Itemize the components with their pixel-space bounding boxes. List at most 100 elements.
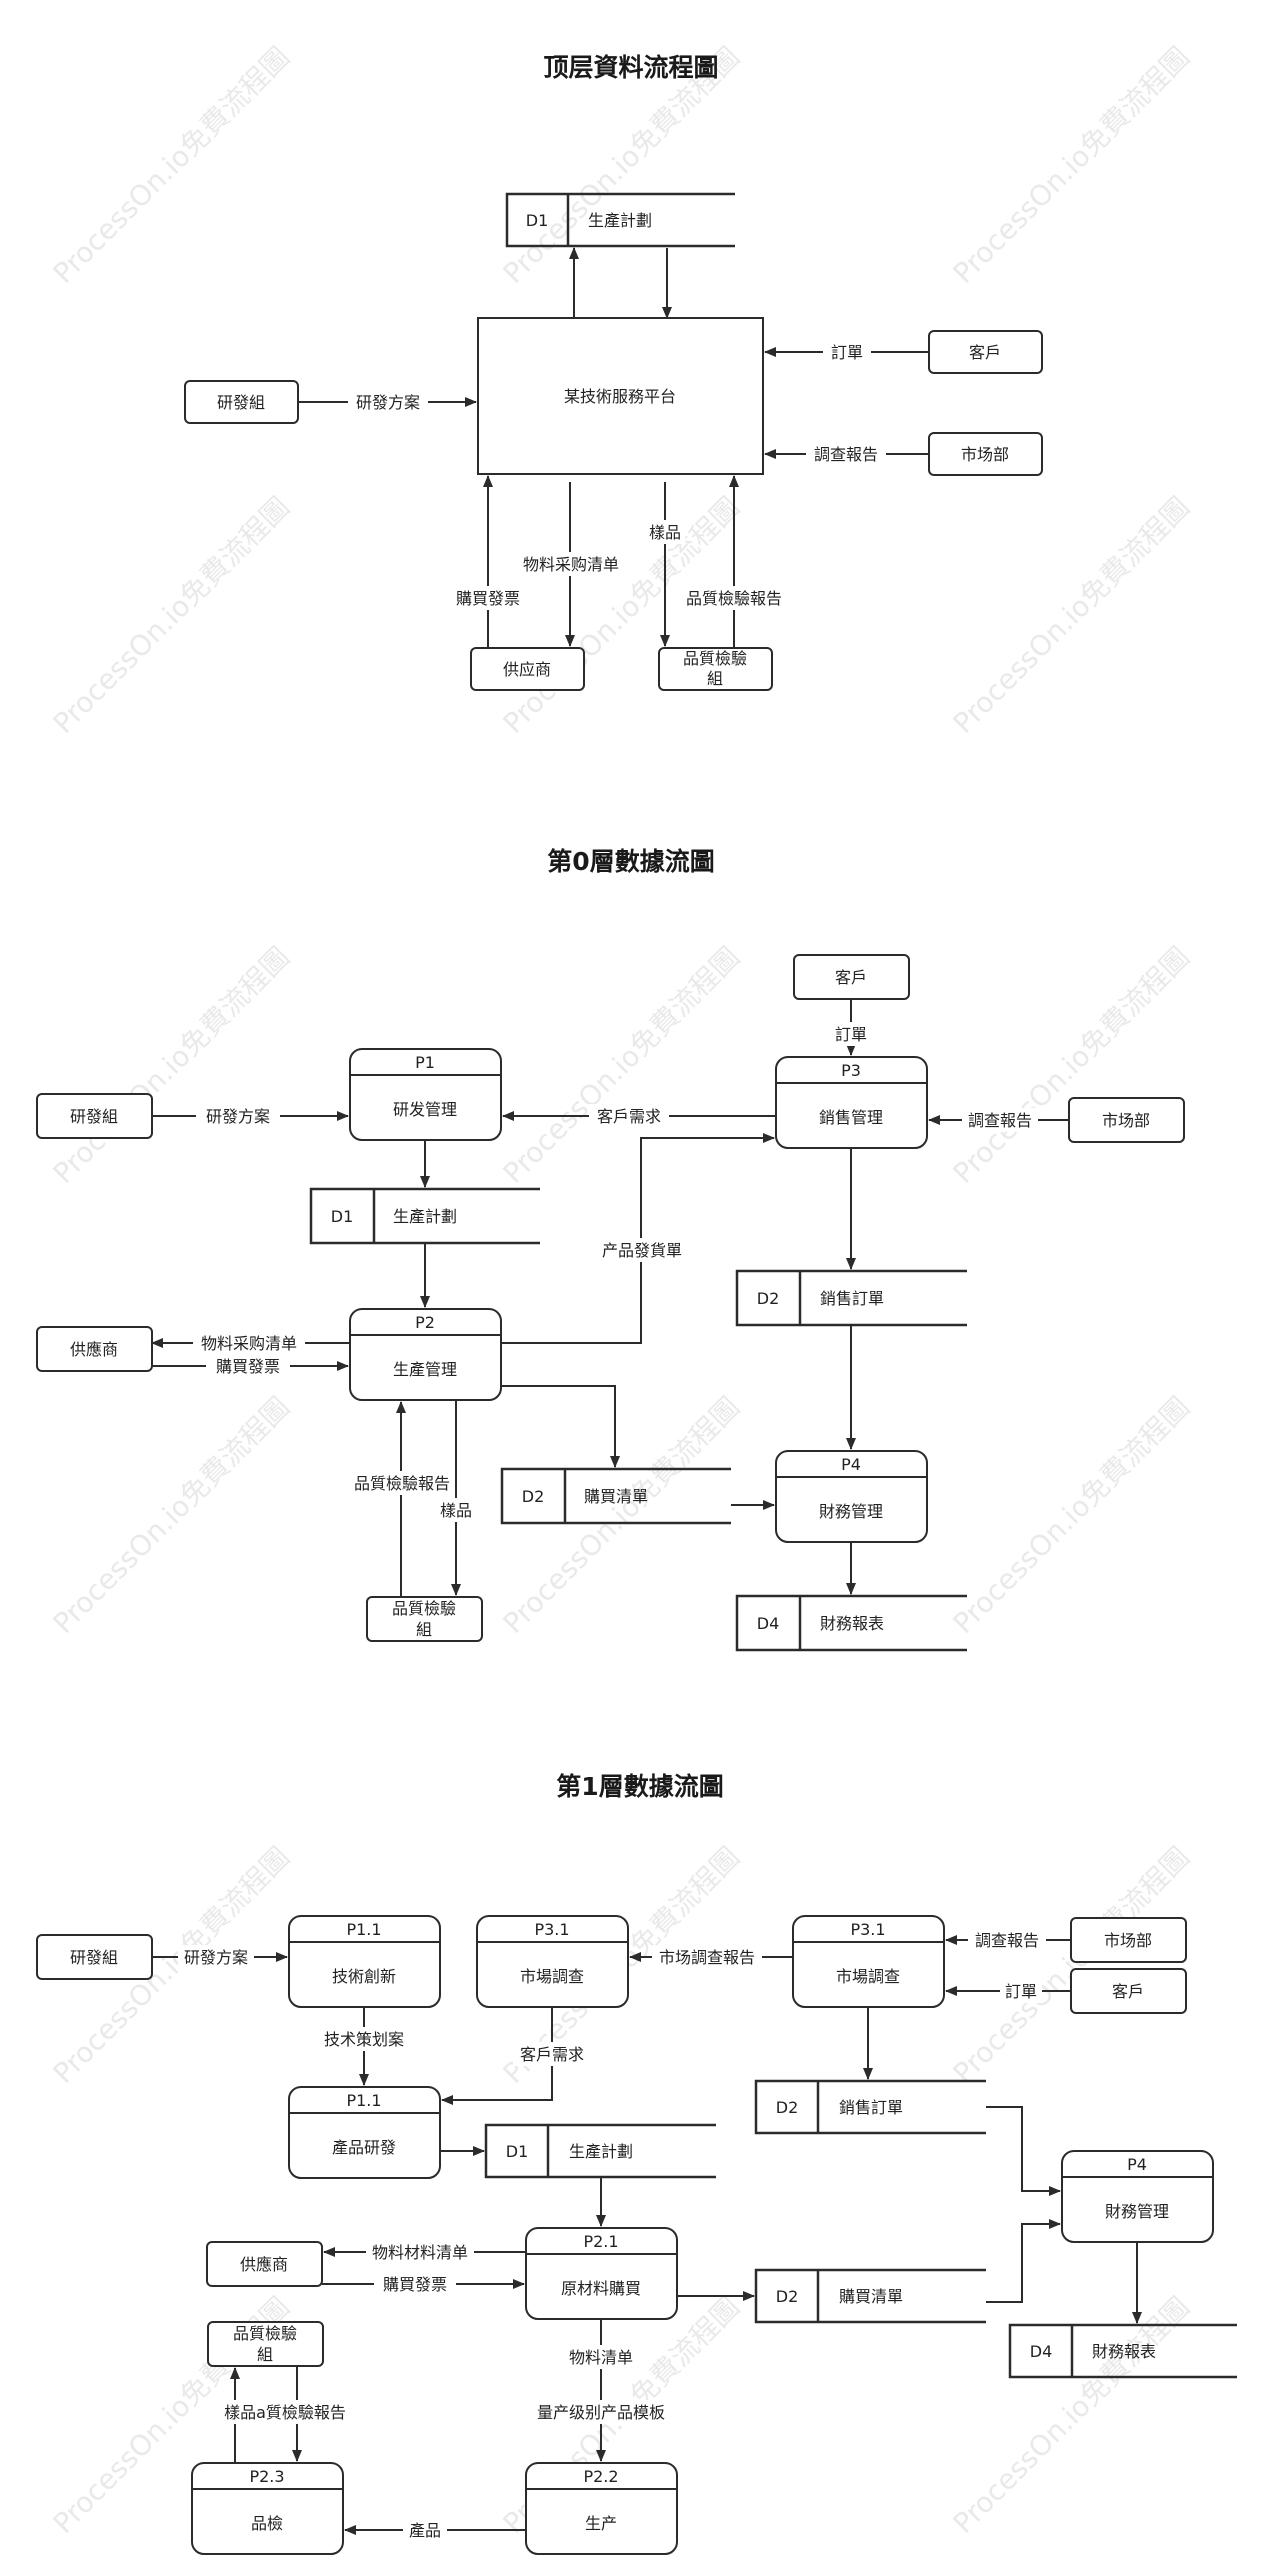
flow-label: 購買發票 — [383, 2275, 447, 2294]
watermark: ProcessOn.io免費流程圖 — [47, 940, 296, 1189]
level-0-diagram: P1 研发管理 P3 銷售管理 P2 生產管理 P4 財務管理 D1 生產計劃 — [36, 954, 1185, 1652]
process-p1-1-development: P1.1 產品研發 — [288, 2086, 441, 2179]
svg-text:D4: D4 — [1030, 2342, 1053, 2361]
external-qc: 品質檢驗 組 — [366, 1596, 483, 1642]
svg-text:原材料購買: 原材料購買 — [561, 2279, 641, 2298]
svg-text:P2: P2 — [415, 1313, 435, 1332]
svg-text:品質檢驗: 品質檢驗 — [392, 1599, 456, 1618]
process-name: 某技術服務平台 — [564, 387, 676, 406]
svg-text:銷售管理: 銷售管理 — [819, 1108, 883, 1127]
svg-text:P1: P1 — [415, 1053, 435, 1072]
svg-text:品質檢驗: 品質檢驗 — [233, 2324, 297, 2343]
flow-label: 樣品a質檢驗報告 — [224, 2403, 346, 2422]
svg-text:P1.1: P1.1 — [346, 2091, 381, 2110]
process-p4: P4 財務管理 — [775, 1450, 928, 1543]
svg-text:組: 組 — [707, 669, 723, 688]
svg-text:技術創新: 技術創新 — [332, 1967, 396, 1986]
svg-text:P2.1: P2.1 — [583, 2232, 618, 2251]
svg-text:銷售訂單: 銷售訂單 — [820, 1289, 884, 1308]
top-level-diagram: D1 生產計劃 某技術服務平台 研發組 客戶 市场部 供应商 品質檢驗 組 — [184, 192, 1043, 691]
datastore-d2-purchase: D2 購買清單 — [754, 2268, 986, 2324]
svg-text:研發組: 研發組 — [70, 1107, 118, 1126]
flow-label: 客戶需求 — [597, 1107, 661, 1126]
flow-label: 訂單 — [1005, 1982, 1037, 2001]
external-supplier: 供应商 — [470, 647, 585, 691]
flow-label: 客戶需求 — [520, 2045, 584, 2064]
external-rnd: 研發組 — [36, 1093, 153, 1139]
datastore-d2-sales: D2 銷售訂單 — [754, 2079, 986, 2135]
watermark: ProcessOn.io免費流程圖 — [47, 490, 296, 739]
external-qc: 品質檢驗 組 — [207, 2321, 324, 2367]
datastore-d2-sales: D2 銷售訂單 — [735, 1269, 967, 1327]
process-p2-1-materials: P2.1 原材料購買 — [525, 2227, 678, 2320]
external-customer: 客戶 — [1070, 1968, 1187, 2014]
svg-text:P4: P4 — [841, 1455, 861, 1474]
svg-text:P3.1: P3.1 — [850, 1920, 885, 1939]
flow-label: 物料材料清单 — [372, 2243, 468, 2262]
title-top-level: 顶层資料流程圖 — [543, 53, 718, 82]
svg-text:供应商: 供应商 — [503, 660, 551, 679]
svg-text:市场部: 市场部 — [1102, 1111, 1150, 1130]
datastore-d4: D4 財務報表 — [1008, 2323, 1237, 2379]
watermark: ProcessOn.io免費流程圖 — [497, 940, 746, 1189]
svg-text:生產計劃: 生產計劃 — [569, 2142, 633, 2161]
process-p2-3-inspection: P2.3 品檢 — [191, 2462, 344, 2555]
svg-text:生產計劃: 生產計劃 — [393, 1207, 457, 1226]
process-p2: P2 生產管理 — [349, 1308, 502, 1401]
flow-label: 品質檢驗報告 — [686, 589, 782, 608]
flow-label: 物料采购清单 — [201, 1334, 297, 1353]
watermark: ProcessOn.io免費流程圖 — [47, 1390, 296, 1639]
watermark: ProcessOn.io免費流程圖 — [947, 1840, 1196, 2089]
watermark: ProcessOn.io免費流程圖 — [47, 40, 296, 289]
flow-label: 樣品 — [649, 523, 681, 542]
svg-text:產品研發: 產品研發 — [332, 2138, 396, 2157]
svg-text:生产: 生产 — [585, 2514, 617, 2533]
flow-label: 樣品 — [440, 1501, 472, 1520]
watermark: ProcessOn.io免費流程圖 — [497, 1390, 746, 1639]
svg-text:財務報表: 財務報表 — [820, 1614, 884, 1633]
svg-text:D2: D2 — [776, 2098, 799, 2117]
flow-label: 研發方案 — [356, 393, 420, 412]
flow-label: 物料采购清单 — [523, 555, 619, 574]
flow-label: 訂單 — [835, 1025, 867, 1044]
process-platform: 某技術服務平台 — [477, 317, 764, 475]
title-level-0: 第0層數據流圖 — [547, 847, 714, 876]
svg-text:財務管理: 財務管理 — [819, 1502, 883, 1521]
flow-label: 技术策划案 — [324, 2030, 404, 2049]
svg-text:品檢: 品檢 — [251, 2514, 283, 2533]
datastore-d1: D1 生產計劃 — [505, 192, 735, 248]
svg-text:D1: D1 — [506, 2142, 529, 2161]
svg-text:D2: D2 — [757, 1289, 780, 1308]
svg-text:研發組: 研發組 — [217, 393, 265, 412]
process-p3-1-survey-a: P3.1 市場調查 — [476, 1915, 629, 2008]
flow-label: 訂單 — [831, 343, 863, 362]
external-customer: 客戶 — [928, 330, 1043, 374]
flow-arrow — [441, 2007, 553, 2105]
external-rnd: 研發組 — [184, 380, 299, 424]
datastore-d1: D1 生產計劃 — [484, 2123, 716, 2179]
external-qc: 品質檢驗 組 — [658, 647, 773, 691]
svg-text:D4: D4 — [757, 1614, 780, 1633]
datastore-d2-purchase: D2 購買清單 — [500, 1467, 731, 1525]
svg-text:市場調查: 市場調查 — [520, 1967, 584, 1986]
svg-text:供應商: 供應商 — [240, 2255, 288, 2274]
external-rnd: 研發組 — [36, 1934, 153, 1980]
svg-text:供應商: 供應商 — [70, 1340, 118, 1359]
process-p1: P1 研发管理 — [349, 1048, 502, 1141]
process-p1-1-innovation: P1.1 技術創新 — [288, 1915, 441, 2008]
external-customer: 客戶 — [793, 954, 910, 1000]
flow-label: 產品 — [409, 2521, 441, 2540]
datastore-id: D1 — [526, 211, 549, 230]
svg-text:客戶: 客戶 — [969, 343, 1001, 362]
svg-text:研發組: 研發組 — [70, 1948, 118, 1967]
flow-label: 物料清单 — [569, 2348, 633, 2367]
flow-arrow — [986, 2106, 1061, 2196]
external-market: 市场部 — [1070, 1917, 1187, 1963]
svg-text:D2: D2 — [776, 2287, 799, 2306]
datastore-d4: D4 財務報表 — [735, 1594, 967, 1652]
svg-text:生產管理: 生產管理 — [393, 1360, 457, 1379]
watermark: ProcessOn.io免費流程圖 — [497, 490, 746, 739]
flow-arrow — [501, 1385, 620, 1468]
svg-text:市場調查: 市場調查 — [836, 1967, 900, 1986]
